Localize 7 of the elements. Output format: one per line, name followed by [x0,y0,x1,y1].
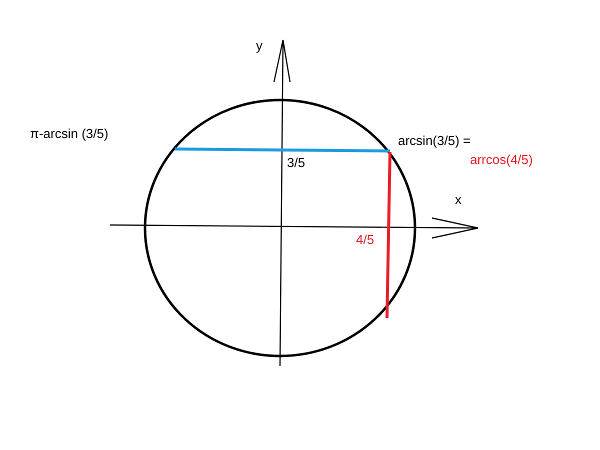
angle-label: arrcos(4/5) [470,152,533,168]
length-label: 3/5 [287,155,306,171]
length-label: 4/5 [356,232,374,248]
axis-label: y [256,38,262,54]
angle-label: arcsin(3/5) = [398,133,471,149]
angle-label: π-arcsin (3/5) [30,126,108,142]
axis-label: x [455,192,462,208]
